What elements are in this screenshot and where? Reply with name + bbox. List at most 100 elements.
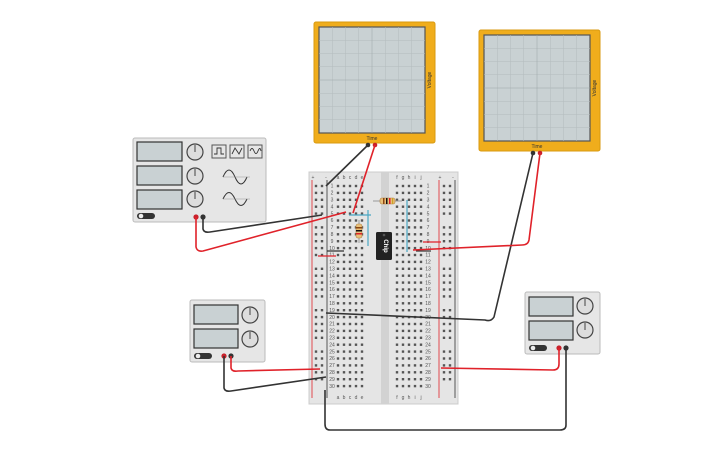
rail-hole[interactable] bbox=[314, 288, 318, 291]
breadboard-hole[interactable] bbox=[354, 260, 358, 264]
rail-hole[interactable] bbox=[320, 309, 324, 312]
breadboard-hole[interactable] bbox=[413, 226, 417, 229]
breadboard-hole[interactable] bbox=[336, 226, 340, 229]
breadboard-hole[interactable] bbox=[348, 260, 352, 264]
breadboard-hole[interactable] bbox=[419, 322, 423, 326]
breadboard-hole[interactable] bbox=[342, 226, 346, 229]
breadboard-hole[interactable] bbox=[354, 205, 358, 208]
breadboard-hole[interactable] bbox=[342, 384, 346, 388]
rail-hole[interactable] bbox=[320, 288, 324, 291]
breadboard-hole[interactable] bbox=[336, 336, 340, 339]
breadboard-hole[interactable] bbox=[413, 233, 417, 236]
breadboard-hole[interactable] bbox=[360, 350, 364, 353]
breadboard-hole[interactable] bbox=[342, 246, 346, 250]
breadboard-hole[interactable] bbox=[342, 274, 346, 277]
breadboard-hole[interactable] bbox=[348, 336, 352, 339]
breadboard-hole[interactable] bbox=[342, 267, 346, 270]
breadboard-hole[interactable] bbox=[401, 267, 405, 270]
breadboard-hole[interactable] bbox=[407, 274, 411, 277]
rail-hole[interactable] bbox=[314, 329, 318, 333]
rail-hole[interactable] bbox=[314, 240, 318, 243]
breadboard-hole[interactable] bbox=[360, 281, 364, 284]
rail-hole[interactable] bbox=[448, 226, 452, 229]
breadboard-hole[interactable] bbox=[342, 212, 346, 215]
rail-hole[interactable] bbox=[442, 322, 446, 326]
breadboard-hole[interactable] bbox=[419, 267, 423, 270]
wire-black[interactable] bbox=[223, 356, 327, 392]
breadboard-hole[interactable] bbox=[342, 302, 346, 305]
breadboard-hole[interactable] bbox=[395, 253, 399, 257]
breadboard-hole[interactable] bbox=[348, 357, 352, 360]
breadboard-hole[interactable] bbox=[419, 246, 423, 250]
breadboard-hole[interactable] bbox=[395, 315, 399, 319]
breadboard-hole[interactable] bbox=[360, 274, 364, 277]
rail-hole[interactable] bbox=[314, 295, 318, 298]
breadboard-hole[interactable] bbox=[348, 253, 352, 257]
breadboard-hole[interactable] bbox=[354, 281, 358, 284]
breadboard-hole[interactable] bbox=[395, 343, 399, 346]
breadboard-hole[interactable] bbox=[401, 240, 405, 243]
rail-hole[interactable] bbox=[320, 205, 324, 208]
breadboard-hole[interactable] bbox=[395, 240, 399, 243]
breadboard-hole[interactable] bbox=[401, 281, 405, 284]
breadboard-hole[interactable] bbox=[407, 219, 411, 222]
breadboard-hole[interactable] bbox=[407, 212, 411, 215]
breadboard-hole[interactable] bbox=[348, 267, 352, 270]
rail-hole[interactable] bbox=[448, 295, 452, 298]
breadboard-hole[interactable] bbox=[395, 212, 399, 215]
breadboard-hole[interactable] bbox=[395, 364, 399, 367]
rail-hole[interactable] bbox=[442, 191, 446, 195]
breadboard-hole[interactable] bbox=[354, 219, 358, 222]
breadboard-hole[interactable] bbox=[360, 322, 364, 326]
rail-hole[interactable] bbox=[320, 184, 324, 188]
rail-hole[interactable] bbox=[320, 315, 324, 319]
breadboard-hole[interactable] bbox=[354, 322, 358, 326]
breadboard-hole[interactable] bbox=[395, 260, 399, 264]
rail-hole[interactable] bbox=[442, 267, 446, 270]
breadboard-hole[interactable] bbox=[401, 246, 405, 250]
rail-hole[interactable] bbox=[448, 357, 452, 360]
breadboard-hole[interactable] bbox=[395, 184, 399, 188]
breadboard-hole[interactable] bbox=[407, 233, 411, 236]
rail-hole[interactable] bbox=[320, 226, 324, 229]
breadboard-hole[interactable] bbox=[401, 274, 405, 277]
breadboard-hole[interactable] bbox=[348, 212, 352, 215]
wire-black[interactable] bbox=[325, 144, 369, 187]
breadboard-hole[interactable] bbox=[342, 191, 346, 195]
breadboard-hole[interactable] bbox=[348, 281, 352, 284]
breadboard-hole[interactable] bbox=[419, 357, 423, 360]
breadboard-hole[interactable] bbox=[413, 322, 417, 326]
breadboard-hole[interactable] bbox=[413, 343, 417, 346]
breadboard-hole[interactable] bbox=[342, 371, 346, 374]
rail-hole[interactable] bbox=[442, 240, 446, 243]
breadboard-hole[interactable] bbox=[407, 191, 411, 195]
rail-hole[interactable] bbox=[320, 378, 324, 381]
breadboard-hole[interactable] bbox=[336, 246, 340, 250]
breadboard-hole[interactable] bbox=[336, 240, 340, 243]
breadboard-hole[interactable] bbox=[413, 336, 417, 339]
breadboard-hole[interactable] bbox=[348, 322, 352, 326]
rail-hole[interactable] bbox=[448, 364, 452, 367]
rail-hole[interactable] bbox=[448, 350, 452, 353]
breadboard-hole[interactable] bbox=[342, 205, 346, 208]
breadboard-hole[interactable] bbox=[348, 295, 352, 298]
breadboard-hole[interactable] bbox=[395, 384, 399, 388]
breadboard-hole[interactable] bbox=[336, 253, 340, 257]
breadboard-hole[interactable] bbox=[336, 260, 340, 264]
breadboard-hole[interactable] bbox=[395, 198, 399, 201]
breadboard-hole[interactable] bbox=[354, 364, 358, 367]
breadboard-hole[interactable] bbox=[413, 302, 417, 305]
oscilloscope-1[interactable]: Time Voltage bbox=[313, 21, 436, 148]
breadboard-hole[interactable] bbox=[354, 378, 358, 381]
breadboard-hole[interactable] bbox=[348, 302, 352, 305]
rail-hole[interactable] bbox=[442, 233, 446, 236]
breadboard-hole[interactable] bbox=[360, 288, 364, 291]
rail-hole[interactable] bbox=[448, 378, 452, 381]
breadboard-hole[interactable] bbox=[342, 315, 346, 319]
breadboard-hole[interactable] bbox=[407, 205, 411, 208]
breadboard-hole[interactable] bbox=[419, 219, 423, 222]
breadboard-hole[interactable] bbox=[354, 371, 358, 374]
breadboard-hole[interactable] bbox=[407, 322, 411, 326]
rail-hole[interactable] bbox=[442, 357, 446, 360]
breadboard-hole[interactable] bbox=[342, 253, 346, 257]
